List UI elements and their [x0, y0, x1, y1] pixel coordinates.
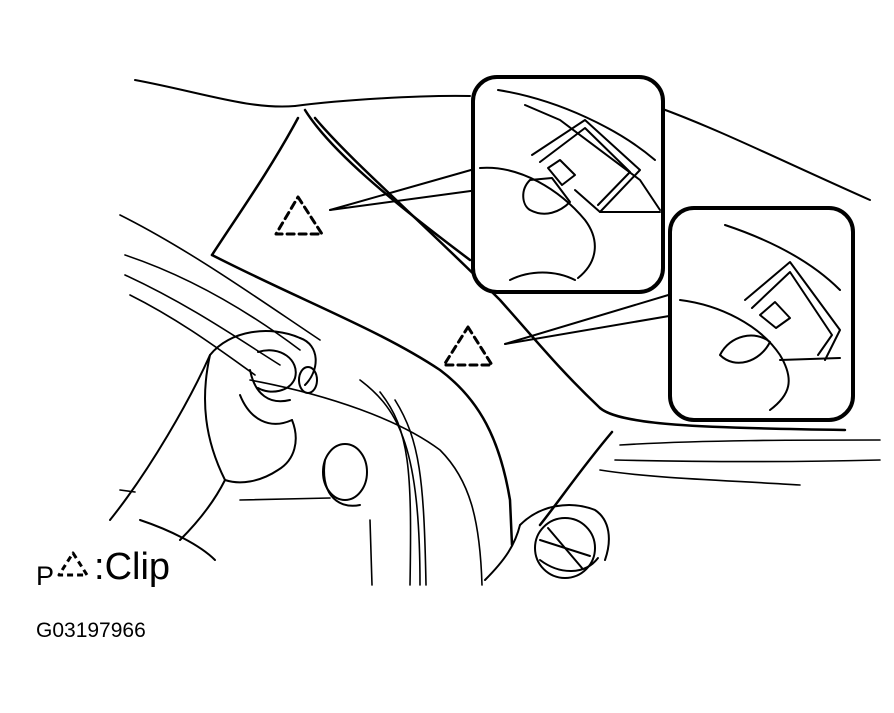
legend: P :Clip [36, 542, 170, 590]
roof-headliner [134, 79, 871, 201]
clip-marker-upper [274, 195, 324, 236]
interior-knob [322, 443, 368, 507]
legend-clip-icon [57, 551, 89, 577]
figure-id: G03197966 [36, 619, 146, 642]
clip-detail-view-upper [471, 75, 665, 294]
legend-letter: P [36, 561, 55, 591]
hand-illustration [109, 330, 318, 561]
callout-pointer-lower [504, 292, 676, 345]
interior-trim [119, 214, 881, 586]
legend-label: :Clip [94, 546, 171, 588]
callout-pointer-upper [329, 167, 479, 211]
legend-clip-text: Clip [104, 546, 171, 588]
clip-detail-view-lower [668, 206, 855, 422]
clip-marker-lower [442, 325, 494, 367]
dashboard-knob [484, 504, 610, 581]
